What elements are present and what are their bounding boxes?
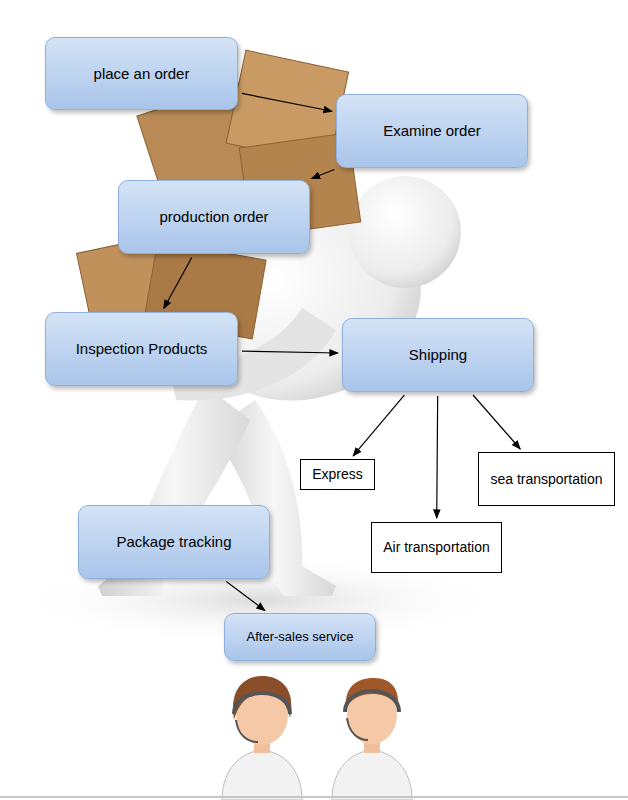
process-box: Package tracking <box>78 505 270 579</box>
node-label: Package tracking <box>116 533 231 551</box>
shirt <box>222 750 302 800</box>
node-label: Express <box>312 466 363 483</box>
node-label: place an order <box>94 65 190 83</box>
agent-icon <box>332 678 412 800</box>
node-label: production order <box>159 208 268 226</box>
process-box: place an order <box>45 37 238 110</box>
flow-arrow <box>242 351 338 353</box>
agent-icon <box>222 676 302 800</box>
flow-arrow <box>473 395 520 449</box>
microphone <box>236 720 258 742</box>
node-label: sea transportation <box>490 471 602 488</box>
head <box>349 176 461 288</box>
flow-arrow <box>226 581 265 610</box>
process-box: After-sales service <box>224 613 376 661</box>
hair <box>233 676 291 720</box>
flow-arrow <box>312 169 335 178</box>
flow-arrow <box>436 396 438 518</box>
process-box: production order <box>118 180 310 254</box>
transport-box: sea transportation <box>478 452 615 506</box>
shirt <box>332 750 412 800</box>
node-label: Inspection Products <box>76 340 208 358</box>
microphone <box>347 718 368 740</box>
flow-arrow <box>353 395 404 456</box>
flow-arrow <box>242 93 332 111</box>
transport-box: Air transportation <box>371 522 502 573</box>
process-box: Inspection Products <box>45 312 238 386</box>
headset <box>345 691 399 712</box>
node-label: After-sales service <box>247 629 354 645</box>
headset <box>234 693 290 714</box>
bottom-rule <box>0 796 628 798</box>
node-label: Air transportation <box>383 539 490 556</box>
node-label: Examine order <box>383 122 481 140</box>
process-box: Shipping <box>342 318 534 392</box>
node-label: Shipping <box>409 346 467 364</box>
process-box: Examine order <box>336 94 528 168</box>
transport-box: Express <box>300 459 375 490</box>
flow-arrow <box>164 258 192 309</box>
